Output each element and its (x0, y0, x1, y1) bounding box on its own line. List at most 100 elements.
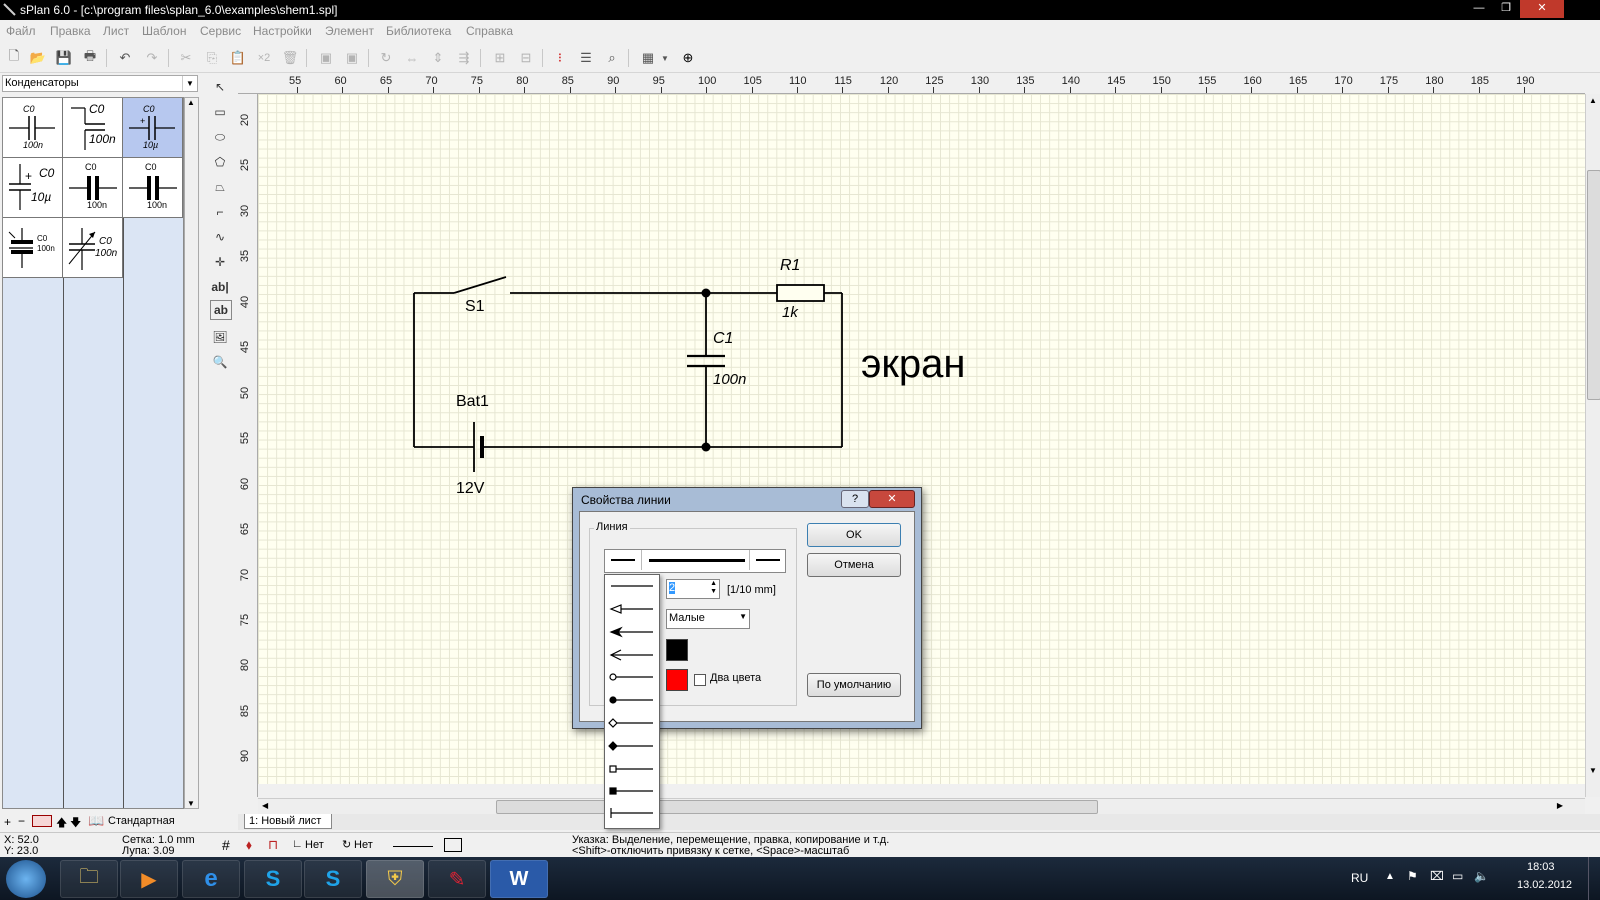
rotate-icon[interactable]: ↻ (380, 50, 392, 65)
text-frame-icon[interactable]: ab (210, 300, 232, 320)
cut-icon[interactable]: ✂ (180, 50, 192, 65)
battery-value[interactable]: 12V (456, 480, 485, 497)
bezier-icon[interactable]: ∿ (214, 230, 226, 244)
move-down-icon[interactable]: 🡇 (70, 817, 82, 829)
polygon-icon[interactable]: ⬠ (214, 155, 226, 169)
canvas-text[interactable]: экран (861, 342, 966, 386)
redo-icon[interactable]: ↷ (146, 50, 158, 65)
scroll-up-icon[interactable]: ▲ (1589, 96, 1597, 105)
paste-icon[interactable]: 📋 (229, 50, 247, 65)
line-color-2[interactable] (666, 669, 688, 691)
undo-icon[interactable]: ↶ (119, 50, 131, 65)
capacitor-value[interactable]: 100n (713, 371, 747, 388)
fill-preview[interactable] (444, 838, 462, 852)
delete-icon[interactable]: 🗑 (281, 50, 299, 65)
battery-name[interactable]: Bat1 (456, 393, 489, 410)
resistor-name[interactable]: R1 (780, 257, 801, 274)
parts-list-icon[interactable]: ☰ (580, 50, 592, 65)
two-colors-checkbox[interactable] (694, 674, 706, 686)
skype-extras-icon[interactable]: S (304, 860, 362, 898)
clock-time[interactable]: 18:03 (1527, 861, 1555, 873)
stepper-up-icon[interactable]: ▲ (710, 580, 717, 587)
bring-front-icon[interactable]: ▣ (319, 50, 333, 65)
line-color-1[interactable] (666, 639, 688, 661)
flag-icon[interactable]: ⚑ (1407, 869, 1418, 883)
copy-icon[interactable]: ⎘ (206, 50, 218, 65)
group-icon[interactable]: ⊞ (494, 50, 506, 65)
zoom-fit-icon[interactable]: ⊕ (682, 50, 694, 65)
text-icon[interactable]: ab| (211, 280, 229, 294)
scrollbar-thumb[interactable] (496, 800, 1098, 814)
canvas-vertical-scrollbar[interactable]: ▲ ▼ (1585, 94, 1600, 797)
sheet-tab-1[interactable]: 1: Новый лист (244, 814, 333, 829)
numbering-icon[interactable]: ⁝ (557, 50, 563, 65)
menu-sheet[interactable]: Лист (103, 24, 130, 38)
magnet-icon[interactable]: ⊓ (268, 837, 279, 852)
library-item-electrolytic-capacitor[interactable]: + C0 10µ (3, 158, 63, 218)
add-icon[interactable]: + (4, 815, 12, 829)
default-button[interactable]: По умолчанию (807, 673, 901, 697)
scroll-right-icon[interactable]: ▶ (1556, 801, 1563, 810)
mirror-h-icon[interactable]: ⇔ (405, 50, 419, 66)
library-name[interactable]: Стандартная (108, 815, 175, 827)
canvas-horizontal-scrollbar[interactable]: ◀ ▶ (258, 798, 1585, 814)
maximize-button[interactable]: ❐ (1501, 2, 1511, 14)
grid-toggle-icon[interactable]: # (222, 837, 230, 853)
snap-mode-2[interactable]: Нет (354, 839, 373, 851)
dialog-close-button[interactable]: ✕ (869, 490, 915, 508)
grid-table-icon[interactable]: ▦ (641, 50, 655, 65)
library-edit-icon[interactable] (32, 815, 52, 827)
menu-element[interactable]: Элемент (325, 24, 374, 38)
library-item-polar-capacitor[interactable]: C0 100n (63, 158, 123, 218)
menu-file[interactable]: Файл (6, 24, 36, 38)
cancel-button[interactable]: Отмена (807, 553, 901, 577)
line-end-style[interactable] (749, 550, 786, 570)
library-select[interactable]: Конденсаторы ▼ (2, 75, 198, 92)
clock-date[interactable]: 13.02.2012 (1517, 879, 1573, 891)
switch-label[interactable]: S1 (465, 298, 485, 315)
line-end-selector[interactable] (604, 549, 786, 573)
filled-polygon-icon[interactable]: ⏢ (215, 179, 225, 194)
zoom-icon[interactable]: 🔍 (212, 355, 228, 369)
minimize-button[interactable]: — (1473, 2, 1485, 14)
close-button[interactable]: ✕ (1520, 0, 1564, 18)
print-icon[interactable]: 🖶 (83, 48, 97, 63)
menu-settings[interactable]: Настройки (253, 24, 312, 38)
ellipse-icon[interactable]: ⬭ (214, 129, 226, 144)
remove-icon[interactable]: − (18, 814, 26, 828)
skype-icon[interactable]: S (244, 860, 302, 898)
mirror-v-icon[interactable]: ⇕ (432, 50, 444, 65)
stepper-down-icon[interactable]: ▼ (710, 588, 717, 595)
rectangle-icon[interactable]: ▭ (214, 105, 226, 119)
line-width-value[interactable]: 2 (669, 582, 676, 594)
show-desktop-button[interactable] (1588, 857, 1600, 900)
line-width-input[interactable]: 2 ▲ ▼ (666, 579, 720, 599)
scroll-up-icon[interactable]: ▲ (187, 98, 195, 107)
save-icon[interactable]: 💾 (55, 50, 73, 65)
capacitor-name[interactable]: C1 (713, 330, 734, 347)
ok-button[interactable]: OK (807, 523, 901, 547)
resistor-value[interactable]: 1k (782, 304, 798, 321)
network-icon[interactable]: ▭ (1452, 869, 1464, 883)
security-shield-icon[interactable]: ⛨ (366, 860, 424, 898)
explorer-icon[interactable]: 🗀 (60, 860, 118, 898)
new-file-icon[interactable]: 🗋 (8, 48, 20, 63)
library-item-capacitor[interactable]: C0 100n (63, 98, 123, 158)
image-icon[interactable]: 🖼 (212, 330, 228, 344)
line-icon[interactable]: ⌐ (216, 205, 224, 219)
library-scrollbar[interactable]: ▲ ▼ (184, 97, 199, 809)
align-icon[interactable]: ⇶ (458, 50, 470, 65)
duplicate-icon[interactable]: ×2 (257, 52, 271, 64)
device-icon[interactable]: ⌧ (1430, 869, 1444, 883)
scroll-down-icon[interactable]: ▼ (187, 799, 195, 808)
library-item-polar-capacitor[interactable]: C0 100n (123, 158, 183, 218)
media-player-icon[interactable]: ▶ (120, 860, 178, 898)
chevron-down-icon[interactable]: ▼ (739, 612, 747, 621)
menu-library[interactable]: Библиотека (386, 24, 452, 38)
start-button-icon[interactable] (6, 860, 46, 898)
line-style-preview[interactable] (393, 846, 433, 847)
volume-icon[interactable]: 🔈 (1474, 869, 1489, 883)
search-binoculars-icon[interactable]: ⌕ (608, 50, 616, 65)
internet-explorer-icon[interactable]: e (182, 860, 240, 898)
move-up-icon[interactable]: 🡅 (56, 817, 68, 829)
